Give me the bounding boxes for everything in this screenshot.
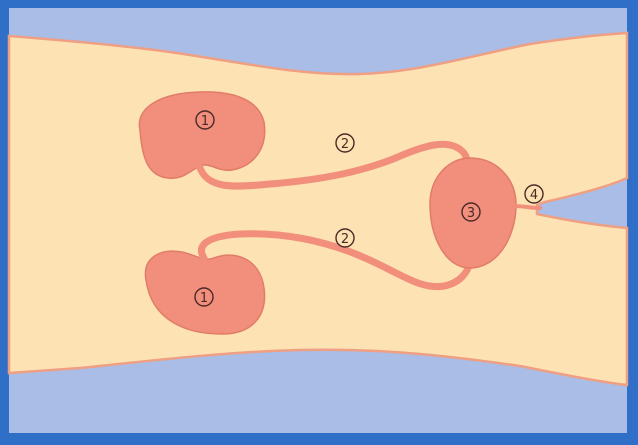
label-kidney-bottom-text: 1 <box>200 291 208 306</box>
urethra <box>514 206 540 208</box>
label-ureter-bottom: 2 <box>336 229 354 247</box>
label-ureter-top-text: 2 <box>341 137 349 152</box>
label-bladder-text: 3 <box>467 206 475 221</box>
label-urethra-text: 4 <box>530 188 538 203</box>
label-ureter-bottom-text: 2 <box>341 232 349 247</box>
label-urethra: 4 <box>525 185 543 203</box>
label-kidney-top-text: 1 <box>201 114 209 129</box>
label-ureter-top: 2 <box>336 134 354 152</box>
